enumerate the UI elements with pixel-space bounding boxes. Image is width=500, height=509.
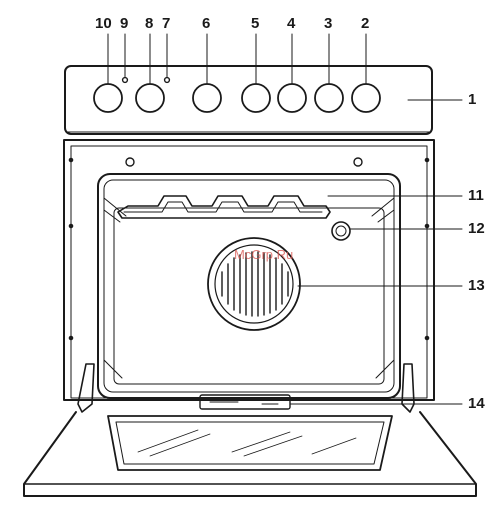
callout-6: 6	[202, 15, 211, 32]
callout-3: 3	[324, 15, 333, 32]
callout-9: 9	[120, 15, 129, 32]
callout-12: 12	[468, 220, 485, 237]
indicator-lamp-7	[163, 76, 171, 84]
knob-3[interactable]	[314, 83, 344, 113]
callout-11: 11	[468, 187, 484, 204]
knob-6[interactable]	[192, 83, 222, 113]
knob-2[interactable]	[351, 83, 381, 113]
knob-10[interactable]	[93, 83, 123, 113]
watermark-text: McGrp.Ru	[234, 247, 294, 262]
oven-lamp	[331, 221, 351, 241]
leader-lines	[107, 33, 463, 405]
knob-4[interactable]	[277, 83, 307, 113]
fan-cover	[207, 237, 301, 331]
knob-5[interactable]	[241, 83, 271, 113]
callout-4: 4	[287, 15, 296, 32]
oven-front-frame	[63, 139, 435, 401]
callout-7: 7	[162, 15, 171, 32]
oven-door[interactable]	[23, 411, 477, 497]
knob-8[interactable]	[135, 83, 165, 113]
door-hinge-right[interactable]	[401, 363, 415, 413]
callout-10: 10	[95, 15, 112, 32]
callout-1: 1	[468, 91, 477, 108]
callout-5: 5	[251, 15, 260, 32]
door-hinge-left[interactable]	[77, 363, 95, 413]
nameplate	[199, 394, 291, 410]
grill-element	[117, 195, 331, 219]
callout-13: 13	[468, 277, 485, 294]
callout-14: 14	[468, 395, 485, 412]
callout-8: 8	[145, 15, 154, 32]
grill-element-inner	[123, 201, 323, 213]
control-panel	[64, 65, 433, 135]
callout-2: 2	[361, 15, 370, 32]
indicator-lamp-9	[121, 76, 129, 84]
